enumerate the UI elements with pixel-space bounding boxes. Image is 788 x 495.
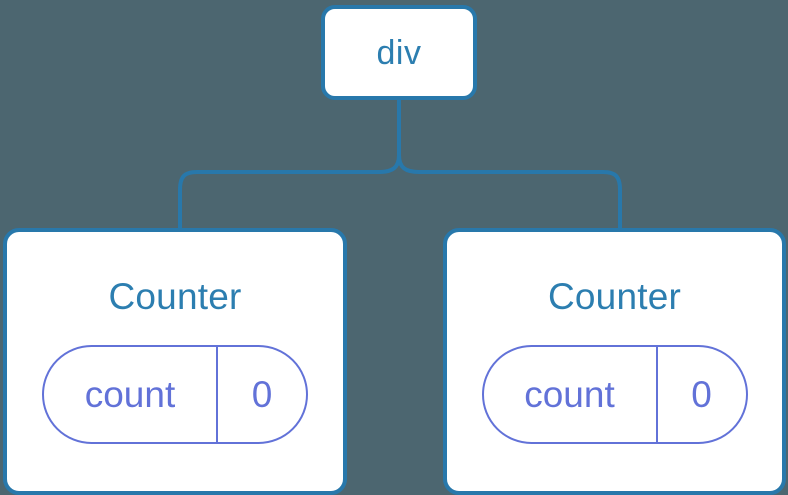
connector-branch-right [602,170,622,230]
state-key-count-1: count [44,347,218,442]
state-value-count-2: 0 [691,374,712,415]
connector-junction-right [397,154,603,174]
state-key-count-2: count [484,347,658,442]
node-counter-1[interactable]: Counter count 0 [3,228,347,495]
state-value-count-1: 0 [251,374,273,415]
node-counter-2[interactable]: Counter count 0 [443,228,786,495]
node-div-label: div [376,33,422,72]
node-counter-1-label: Counter [108,276,242,317]
state-pill-counter-2[interactable]: count 0 [481,345,748,444]
connector-junction-left [197,154,401,174]
state-pill-counter-1[interactable]: count 0 [42,345,308,444]
node-counter-2-label: Counter [547,276,682,317]
connector-branch-left [178,170,198,230]
node-div[interactable]: div [321,5,477,100]
